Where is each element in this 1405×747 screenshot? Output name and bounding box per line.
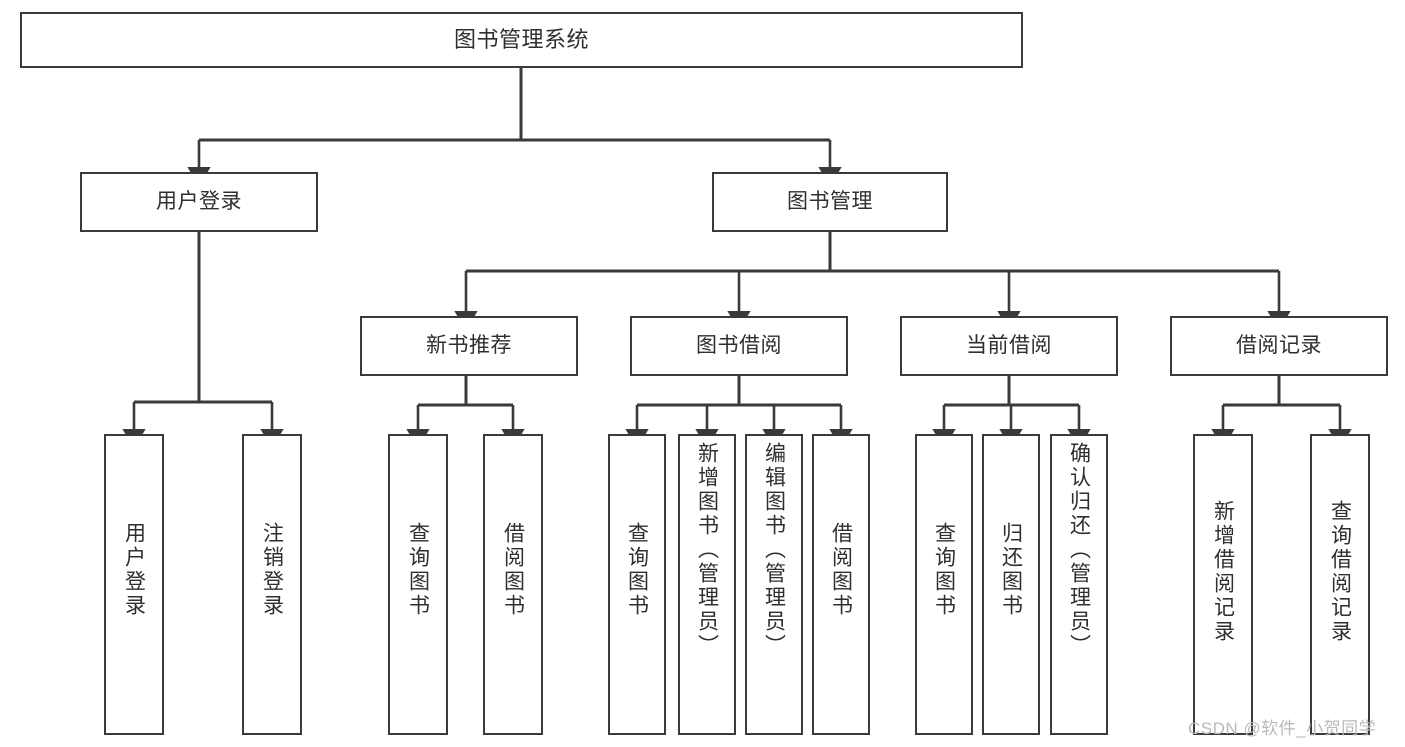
node-label-leaf-user-logout: 注销登录 [260,522,284,618]
node-book-borrow[interactable]: 图书借阅 [630,316,848,376]
node-label-leaf-add-borrow-record: 新增借阅记录 [1211,500,1235,644]
node-current-borrow[interactable]: 当前借阅 [900,316,1118,376]
node-leaf-add-borrow-record[interactable]: 新增借阅记录 [1193,434,1253,735]
node-label-root: 图书管理系统 [453,27,589,53]
node-label-leaf-edit-book-admin: 编辑图书（管理员） [762,442,786,658]
node-label-leaf-confirm-return-admin: 确认归还（管理员） [1067,442,1091,658]
node-label-leaf-query-book-borrow: 查询图书 [625,522,649,618]
node-label-current-borrow: 当前借阅 [966,333,1052,357]
node-leaf-query-book-current[interactable]: 查询图书 [915,434,973,735]
node-leaf-user-logout[interactable]: 注销登录 [242,434,302,735]
node-label-leaf-add-book-admin: 新增图书（管理员） [695,442,719,658]
node-user-login[interactable]: 用户登录 [80,172,318,232]
edges-group [122,68,1352,449]
watermark-text: CSDN @软件_小贺同学 [1188,719,1377,738]
node-leaf-query-book-rec[interactable]: 查询图书 [388,434,448,735]
node-label-leaf-return-book: 归还图书 [999,522,1023,618]
node-label-leaf-user-login: 用户登录 [122,522,146,618]
node-leaf-query-book-borrow[interactable]: 查询图书 [608,434,666,735]
node-root[interactable]: 图书管理系统 [20,12,1023,68]
node-leaf-confirm-return-admin[interactable]: 确认归还（管理员） [1050,434,1108,735]
node-label-leaf-query-book-current: 查询图书 [932,522,956,618]
node-leaf-borrow-book[interactable]: 借阅图书 [812,434,870,735]
node-label-leaf-query-book-rec: 查询图书 [406,522,430,618]
node-leaf-return-book[interactable]: 归还图书 [982,434,1040,735]
node-label-borrow-record: 借阅记录 [1236,333,1322,357]
node-leaf-borrow-book-rec[interactable]: 借阅图书 [483,434,543,735]
node-label-leaf-borrow-book-rec: 借阅图书 [501,522,525,618]
node-leaf-add-book-admin[interactable]: 新增图书（管理员） [678,434,736,735]
node-leaf-user-login[interactable]: 用户登录 [104,434,164,735]
node-label-leaf-borrow-book: 借阅图书 [829,522,853,618]
node-leaf-query-borrow-record[interactable]: 查询借阅记录 [1310,434,1370,735]
node-new-book-recommend[interactable]: 新书推荐 [360,316,578,376]
node-label-new-book-recommend: 新书推荐 [426,333,512,357]
node-book-manage[interactable]: 图书管理 [712,172,948,232]
node-label-leaf-query-borrow-record: 查询借阅记录 [1328,500,1352,644]
node-label-book-borrow: 图书借阅 [696,333,782,357]
node-label-user-login: 用户登录 [156,189,242,213]
node-label-book-manage: 图书管理 [787,189,873,213]
node-borrow-record[interactable]: 借阅记录 [1170,316,1388,376]
node-leaf-edit-book-admin[interactable]: 编辑图书（管理员） [745,434,803,735]
